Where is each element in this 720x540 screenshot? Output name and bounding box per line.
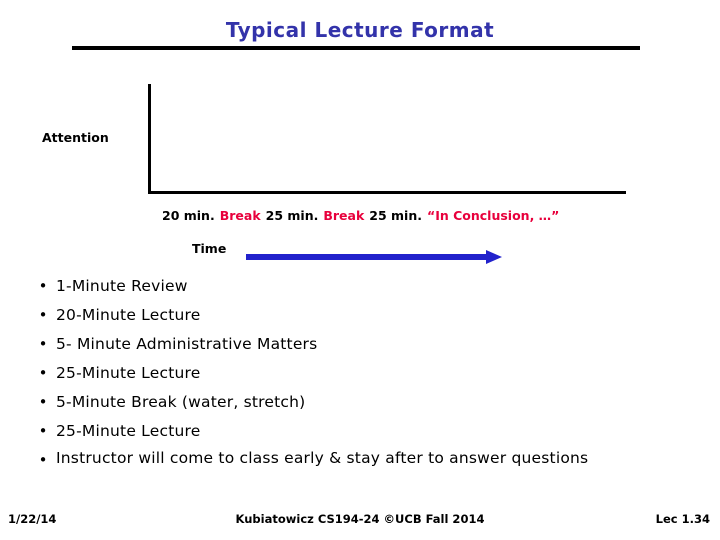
footer-page-number: Lec 1.34 (655, 512, 710, 526)
time-axis-label: Time (192, 241, 227, 256)
bullet-text: 20-Minute Lecture (56, 306, 201, 324)
segment-label-4: Break (323, 208, 365, 223)
list-item: • 1-Minute Review (30, 272, 690, 300)
bullet-text: 25-Minute Lecture (56, 422, 201, 440)
segment-label-1: 20 min. (162, 208, 215, 223)
bullet-marker-icon: • (38, 306, 48, 324)
bullet-list: • 1-Minute Review • 20-Minute Lecture • … (30, 272, 690, 475)
segment-label-3: 25 min. (265, 208, 319, 223)
list-item: • 5-Minute Break (water, stretch) (30, 388, 690, 416)
footer-date: 1/22/14 (8, 512, 57, 526)
footer-attribution: Kubiatowicz CS194-24 ©UCB Fall 2014 (235, 512, 485, 526)
attention-axis-line (148, 84, 151, 194)
segment-label-6: “In Conclusion, …” (427, 208, 560, 223)
timeline-segment-labels: 20 min. Break 25 min. Break 25 min. “In Concl… (162, 208, 564, 223)
time-axis-line (148, 191, 626, 194)
bullet-text: 25-Minute Lecture (56, 364, 201, 382)
segment-label-5: 25 min. (369, 208, 422, 223)
arrow-head (486, 250, 502, 264)
time-arrow-icon (246, 250, 508, 264)
list-item: • Instructor will come to class early & … (30, 446, 690, 474)
segment-label-2: Break (219, 208, 261, 223)
bullet-text: Instructor will come to class early & st… (56, 449, 589, 467)
list-item: • 25-Minute Lecture (30, 417, 690, 445)
bullet-text: 5-Minute Break (water, stretch) (56, 393, 306, 411)
bullet-text: 5- Minute Administrative Matters (56, 335, 318, 353)
bullet-marker-icon: • (38, 422, 48, 440)
bullet-marker-icon: • (38, 451, 48, 469)
page-title: Typical Lecture Format (225, 18, 495, 42)
bullet-marker-icon: • (38, 335, 48, 353)
title-underline-rule (72, 46, 640, 50)
list-item: • 25-Minute Lecture (30, 359, 690, 387)
bullet-text: 1-Minute Review (56, 277, 188, 295)
attention-axis-label: Attention (42, 130, 109, 145)
bullet-marker-icon: • (38, 277, 48, 295)
list-item: • 20-Minute Lecture (30, 301, 690, 329)
list-item: • 5- Minute Administrative Matters (30, 330, 690, 358)
arrow-shaft (246, 254, 488, 260)
bullet-marker-icon: • (38, 393, 48, 411)
bullet-marker-icon: • (38, 364, 48, 382)
